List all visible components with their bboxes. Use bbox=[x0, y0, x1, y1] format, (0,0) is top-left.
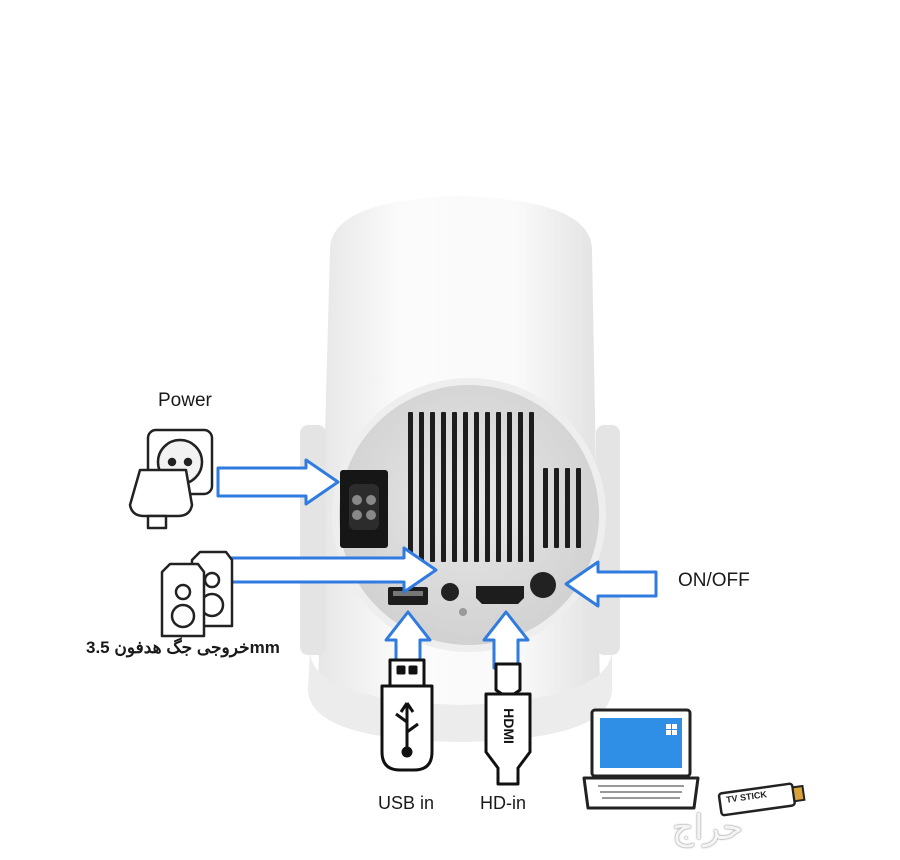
power-socket-icon bbox=[128, 428, 214, 530]
audio-arrow bbox=[228, 546, 438, 594]
usb-plug-icon bbox=[380, 658, 434, 772]
power-label: Power bbox=[158, 390, 212, 411]
audio-jack-port bbox=[441, 583, 459, 601]
power-button bbox=[530, 572, 556, 598]
speaker-icon bbox=[160, 550, 234, 638]
watermark: حراج bbox=[672, 808, 744, 848]
hdmi-plug-label: HDMI bbox=[501, 708, 517, 744]
vent-grille bbox=[408, 412, 581, 562]
laptop-icon bbox=[582, 708, 700, 810]
on-off-label: ON/OFF bbox=[678, 570, 750, 591]
connection-arrows bbox=[216, 458, 658, 670]
power-inlet bbox=[340, 470, 388, 548]
audio-out-label: خروجی جگ هدفون 3.5mm bbox=[86, 638, 280, 657]
projector bbox=[300, 196, 620, 742]
usb-port bbox=[388, 587, 428, 605]
usb-in-label: USB in bbox=[378, 793, 435, 813]
hdmi-port bbox=[476, 586, 524, 604]
power-arrow bbox=[216, 458, 340, 506]
hd-in-label: HD-in bbox=[480, 793, 527, 813]
hdmi-plug-icon bbox=[484, 662, 532, 786]
tv-stick-icon bbox=[717, 782, 806, 817]
onoff-arrow bbox=[564, 560, 658, 608]
